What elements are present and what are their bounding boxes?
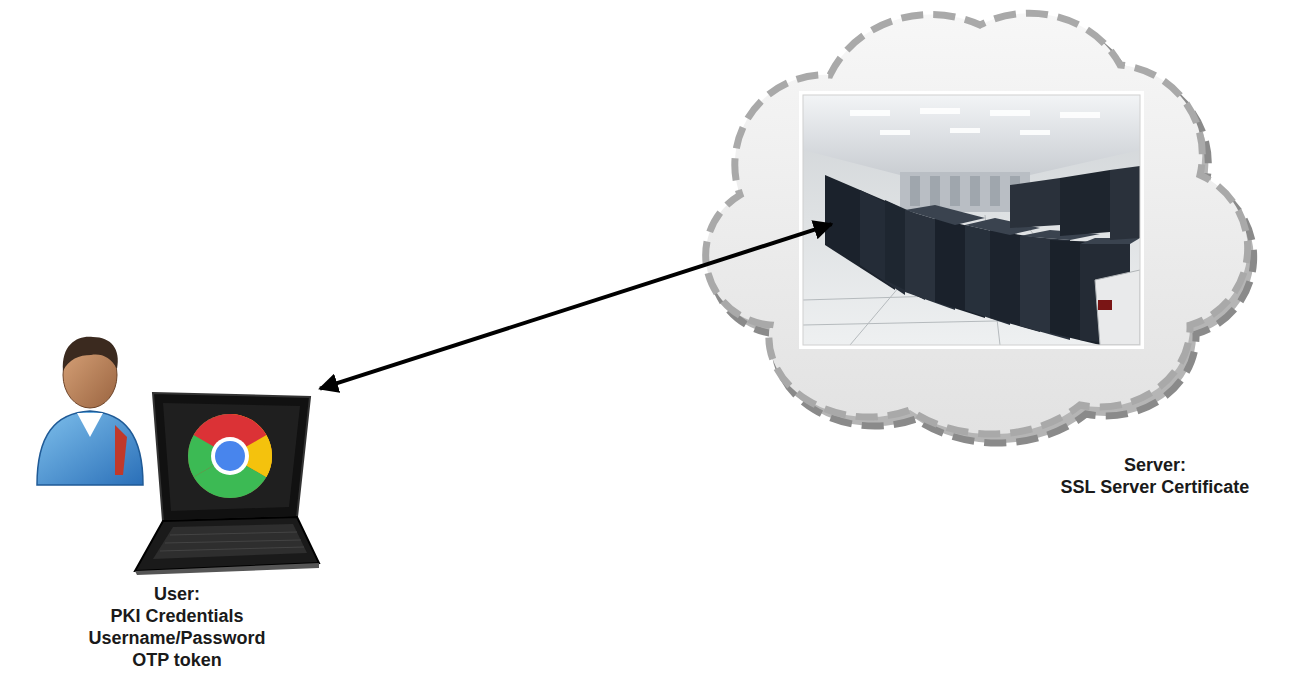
user-with-laptop-part-part bbox=[211, 437, 249, 475]
node-text: Username/Password bbox=[57, 627, 297, 649]
user-with-laptop-part bbox=[135, 563, 319, 575]
datacenter-photo-part-part-part bbox=[990, 110, 1030, 116]
datacenter-photo-part-part bbox=[803, 95, 1140, 345]
connection-port bbox=[803, 95, 1140, 345]
user-with-laptop-part bbox=[153, 524, 307, 559]
node-text: OTP token bbox=[57, 649, 297, 671]
datacenter-photo-part-part-part bbox=[1010, 178, 1060, 228]
user-with-laptop-part-part bbox=[165, 540, 301, 543]
node-heading: Server: bbox=[1015, 454, 1289, 476]
datacenter-photo bbox=[799, 91, 1144, 349]
user-client: User:PKI CredentialsUsername/PasswordOTP… bbox=[35, 325, 320, 575]
user-with-laptop bbox=[37, 337, 319, 575]
datacenter-photo-part-part bbox=[825, 166, 1140, 345]
datacenter-photo-part-part bbox=[1098, 300, 1112, 310]
datacenter-photo-part-part-part bbox=[990, 176, 1000, 206]
datacenter-photo-part-part-part bbox=[1110, 166, 1140, 240]
user-with-laptop-part-part bbox=[188, 414, 272, 498]
server-cloud: Server:SSL Server Certificate bbox=[680, 5, 1250, 435]
user-with-laptop-part bbox=[160, 532, 304, 551]
datacenter-photo-part-part-part bbox=[910, 176, 920, 206]
node-text: PKI Credentials bbox=[57, 605, 297, 627]
user-with-laptop-part bbox=[163, 403, 300, 511]
user-with-laptop-part-part bbox=[215, 441, 245, 471]
bidirectional-arrow bbox=[320, 224, 832, 389]
datacenter-photo-part-part-part bbox=[880, 130, 910, 135]
datacenter-photo-part-part-part bbox=[1020, 130, 1050, 135]
node-heading: User: bbox=[57, 583, 297, 605]
user-with-laptop-part bbox=[153, 393, 310, 521]
datacenter-photo-part-part bbox=[910, 176, 1020, 206]
cloud-shape bbox=[706, 13, 1254, 443]
datacenter-photo-part-part-part bbox=[1060, 112, 1100, 118]
datacenter-photo-part-part-part bbox=[950, 176, 960, 206]
datacenter-photo-part-part-part bbox=[950, 128, 980, 133]
datacenter-photo-part-part-part bbox=[920, 108, 960, 114]
datacenter-photo-part-part-part bbox=[905, 205, 985, 225]
user-with-laptop-part bbox=[37, 411, 143, 485]
user-with-laptop-part bbox=[135, 517, 319, 571]
datacenter-photo-part-part-part bbox=[970, 176, 980, 206]
cloud-shape-part bbox=[706, 13, 1248, 434]
node-caption: User:PKI CredentialsUsername/PasswordOTP… bbox=[57, 583, 297, 671]
user-with-laptop-part bbox=[188, 414, 272, 498]
datacenter-photo-part bbox=[799, 91, 1144, 349]
datacenter-photo-part-part-part bbox=[930, 176, 940, 206]
datacenter-photo-part bbox=[803, 95, 1140, 345]
datacenter-photo-part bbox=[803, 95, 1140, 345]
user-with-laptop-part-part bbox=[160, 547, 304, 551]
user-with-laptop-part bbox=[115, 425, 127, 475]
user-with-laptop-part bbox=[63, 337, 118, 371]
node-caption: Server:SSL Server Certificate bbox=[1015, 454, 1289, 498]
datacenter-photo-part-part-part bbox=[850, 110, 890, 116]
node-text: SSL Server Certificate bbox=[1015, 476, 1289, 498]
datacenter-photo-part-part bbox=[1095, 270, 1140, 345]
datacenter-photo-part-part bbox=[850, 108, 1100, 135]
datacenter-photo-part-part bbox=[803, 95, 1140, 175]
user-with-laptop-part-part bbox=[170, 532, 297, 535]
datacenter-photo-part-part-part bbox=[1060, 170, 1110, 236]
user-with-laptop-part bbox=[77, 413, 103, 437]
